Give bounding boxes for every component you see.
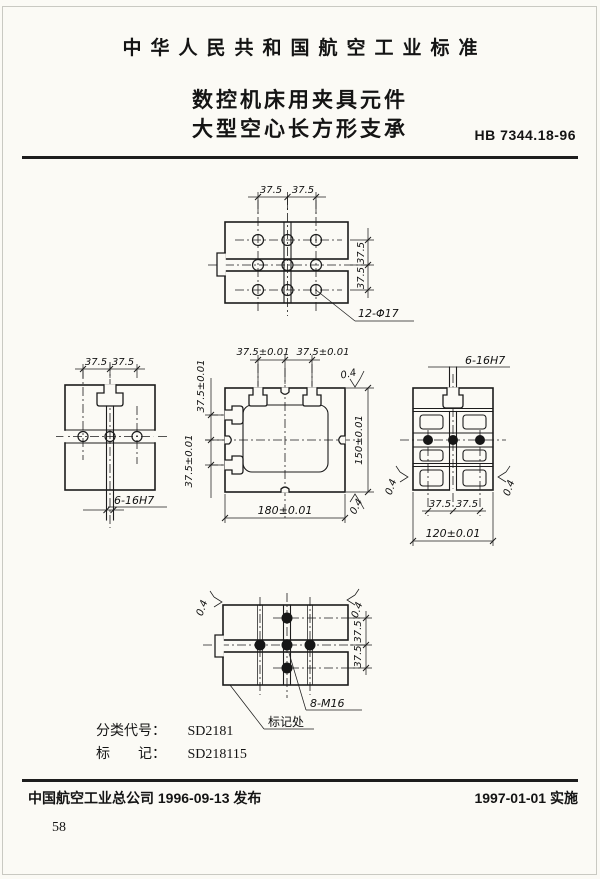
finish-left-value: 0.4 bbox=[384, 478, 400, 497]
dim-top-right: 37.5±0.01 bbox=[297, 347, 350, 358]
left-view-slot-callout: 6-16H7 bbox=[83, 494, 167, 514]
bottom-view-finish-left: 0.4 bbox=[195, 590, 223, 618]
bottom-view-mark-callout: 标记处 bbox=[229, 684, 314, 730]
dim-top-right: 37.5 bbox=[292, 185, 314, 196]
footer-rule bbox=[22, 779, 578, 782]
bottom-view-thread-callout: 8-M16 bbox=[288, 652, 362, 711]
class-code-value: SD2181 bbox=[187, 724, 234, 739]
right-view-block-outline bbox=[412, 387, 494, 492]
front-view-finish-bottom: 0.4 bbox=[348, 493, 365, 516]
dim-top-left: 37.5±0.01 bbox=[237, 347, 290, 358]
top-view-dimensions: 37.5 37.5 37.5 37.5 bbox=[248, 185, 374, 298]
product-title-line2: 大型空心长方形支承 bbox=[192, 118, 408, 141]
dim-row-upper: 37.5 bbox=[353, 620, 364, 642]
top-view-drawing: 37.5 37.5 37.5 37.5 12-Φ17 bbox=[208, 185, 414, 322]
dim-row-upper: 37.5 bbox=[356, 242, 367, 264]
page-number: 58 bbox=[52, 820, 66, 835]
right-view-slot-callout: 6-16H7 bbox=[428, 354, 510, 403]
top-view-holes bbox=[251, 233, 323, 297]
designation-block: 分类代号： SD2181 标 记： SD218115 bbox=[96, 720, 247, 766]
dim-side-lower: 37.5±0.01 bbox=[184, 435, 195, 488]
dim-right: 37.5 bbox=[112, 357, 134, 368]
right-view-holes bbox=[423, 435, 485, 445]
hole-callout-label: 12-Φ17 bbox=[358, 307, 399, 320]
implementation-info: 1997-01-01 实施 bbox=[474, 790, 578, 806]
top-view-hole-callout: 12-Φ17 bbox=[315, 289, 414, 322]
left-view-dimensions: 37.5 37.5 bbox=[75, 357, 145, 378]
dim-right: 37.5 bbox=[456, 499, 478, 510]
standard-code: HB 7344.18-96 bbox=[474, 127, 576, 143]
dim-row-lower: 37.5 bbox=[356, 267, 367, 289]
mark-value: SD218115 bbox=[187, 747, 247, 762]
left-view-drawing: 37.5 37.5 6-16H7 bbox=[56, 357, 170, 528]
front-view-block-outline bbox=[224, 387, 346, 493]
dim-width: 180±0.01 bbox=[258, 504, 313, 517]
class-code-row: 分类代号： SD2181 bbox=[96, 720, 247, 743]
right-view-finish-left: 0.4 bbox=[384, 465, 409, 497]
dim-top-left: 37.5 bbox=[260, 185, 282, 196]
front-view-drawing: 37.5±0.01 37.5±0.01 37.5±0.01 37.5±0.01 … bbox=[184, 347, 374, 523]
dim-row-lower: 37.5 bbox=[353, 645, 364, 667]
finish-right-value: 0.4 bbox=[502, 479, 518, 498]
bottom-view-dimensions: 37.5 37.5 bbox=[350, 611, 372, 675]
dim-left: 37.5 bbox=[85, 357, 107, 368]
finish-right-value: 0.4 bbox=[350, 601, 366, 620]
product-title-line1: 数控机床用夹具元件 bbox=[192, 89, 408, 112]
header-rule bbox=[22, 156, 578, 159]
finish-top-value: 0.4 bbox=[340, 368, 358, 382]
standard-title: 中华人民共和国航空工业标准 bbox=[122, 38, 487, 59]
dim-height: 150±0.01 bbox=[354, 415, 365, 465]
left-view-holes bbox=[77, 430, 143, 443]
mark-callout-label: 标记处 bbox=[268, 715, 304, 729]
dim-width: 120±0.01 bbox=[426, 527, 481, 540]
right-view-drawing: 6-16H7 bbox=[384, 354, 518, 546]
front-view-dimensions: 37.5±0.01 37.5±0.01 37.5±0.01 37.5±0.01 … bbox=[184, 347, 374, 523]
mark-label: 标 记： bbox=[96, 747, 166, 762]
release-info: 中国航空工业总公司 1996-09-13 发布 bbox=[28, 790, 262, 806]
class-code-label: 分类代号： bbox=[96, 724, 166, 739]
slot-callout-label: 6-16H7 bbox=[114, 494, 154, 507]
right-view-dimensions: 37.5 37.5 120±0.01 bbox=[409, 492, 497, 546]
thread-callout-label: 8-M16 bbox=[310, 697, 344, 710]
dim-side-upper: 37.5±0.01 bbox=[196, 360, 207, 413]
left-view-block-outline bbox=[63, 384, 157, 521]
bottom-view-finish-right: 0.4 bbox=[346, 588, 366, 620]
bottom-view-drawing: 37.5 37.5 0.4 0.4 8-M16 标记处 bbox=[195, 588, 372, 730]
bottom-view-holes bbox=[254, 612, 316, 674]
dim-left: 37.5 bbox=[429, 499, 451, 510]
finish-left-value: 0.4 bbox=[195, 599, 211, 618]
right-view-finish-right: 0.4 bbox=[497, 465, 518, 498]
front-view-finish-top: 0.4 bbox=[340, 368, 365, 388]
slot-callout-label: 6-16H7 bbox=[465, 354, 505, 367]
mark-row: 标 记： SD218115 bbox=[96, 743, 247, 766]
